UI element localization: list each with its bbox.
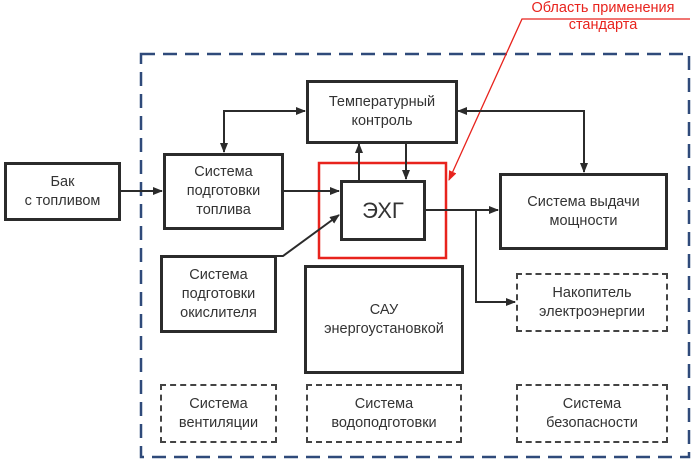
arrow-fuelprep-temp [223, 107, 306, 152]
block-safety: Система безопасности [516, 384, 668, 443]
installation-boundary [139, 52, 691, 459]
arrow-exg-to-storage [475, 210, 516, 306]
block-acs: САУ энергоустановкой [304, 265, 464, 374]
block-power-output: Система выдачи мощности [499, 173, 668, 250]
block-ventilation: Система вентиляции [160, 384, 277, 443]
block-temperature-control: Температурный контроль [306, 80, 458, 144]
standard-scope-label: Область применения стандарта [531, 0, 675, 33]
block-water-treatment: Система водоподготовки [306, 384, 462, 443]
block-energy-storage: Накопитель электроэнергии [516, 273, 668, 332]
arrow-temp-power [462, 110, 588, 173]
block-oxidizer-preparation: Система подготовки окислителя [160, 255, 277, 333]
block-fuel-preparation: Система подготовки топлива [163, 153, 284, 230]
block-fuel-tank: Бак с топливом [4, 162, 121, 221]
callout-line [448, 18, 690, 181]
block-exg: ЭХГ [340, 180, 426, 241]
arrow-oxidizer-to-exg [276, 214, 340, 257]
